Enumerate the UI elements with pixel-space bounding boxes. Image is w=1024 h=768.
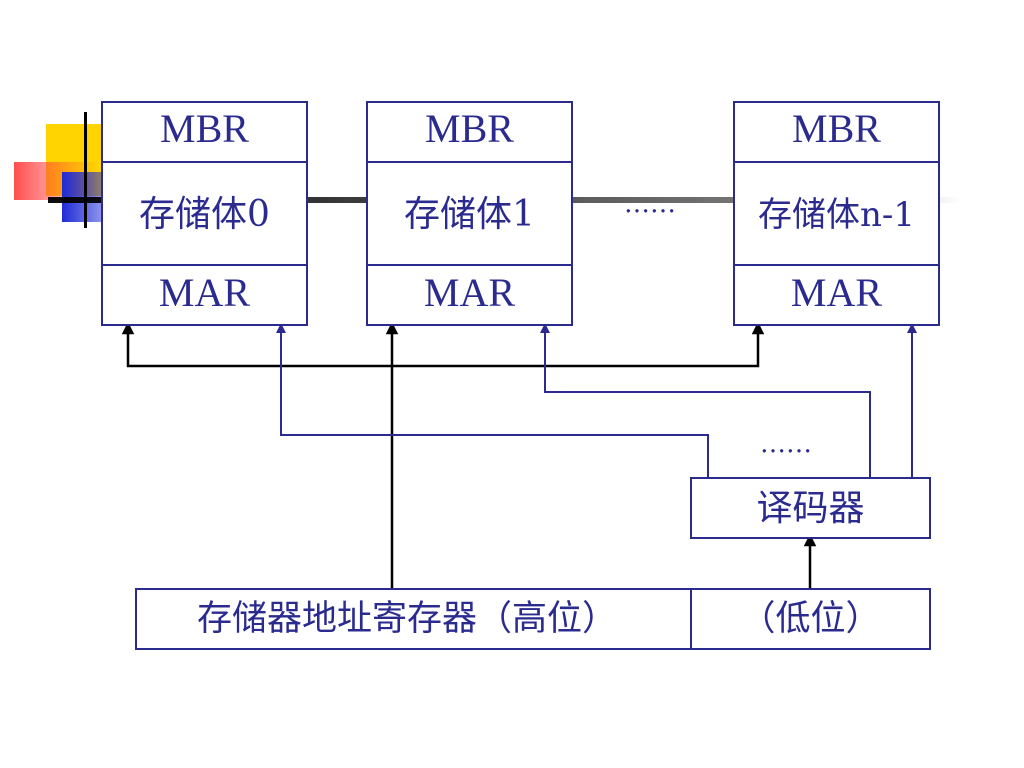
address-register-low-box (690, 588, 931, 650)
address-register-high-label: 存储器地址寄存器（高位） (197, 599, 617, 639)
mar-label: MAR (791, 270, 882, 315)
storage-bank-label: 存储体1 (404, 194, 535, 235)
mbr-label: MBR (425, 106, 514, 151)
mbr-label: MBR (792, 106, 881, 151)
memory-module-1: MBR 存储体1 MAR (366, 101, 573, 326)
mbr-box (101, 101, 308, 163)
mbr-box (733, 101, 940, 163)
storage-bank-box (366, 161, 573, 266)
mar-box (366, 264, 573, 326)
decoder: …… 译码器 (690, 429, 931, 539)
decoder-label: 译码器 (756, 488, 864, 529)
storage-bank-label: 存储体0 (139, 194, 270, 235)
storage-bank-box (101, 161, 308, 266)
mbr-label: MBR (160, 106, 249, 151)
modules-ellipsis: …… (624, 189, 676, 219)
mar-box (101, 264, 308, 326)
address-register: 存储器地址寄存器（高位） （低位） (135, 588, 931, 650)
high-address-wires (121, 321, 765, 588)
decoder-select-wires (276, 323, 917, 478)
mar-label: MAR (159, 270, 250, 315)
storage-bank-label: 存储体n-1 (758, 195, 915, 235)
mar-label: MAR (424, 270, 515, 315)
address-register-high-box (135, 588, 692, 650)
address-register-low-label: （低位） (740, 599, 880, 639)
mbr-box (366, 101, 573, 163)
decoder-box (690, 477, 931, 539)
storage-bank-box (733, 161, 940, 266)
mar-box (733, 264, 940, 326)
memory-module-n-1: MBR 存储体n-1 MAR (733, 101, 940, 326)
decoder-ellipsis: …… (760, 429, 812, 459)
memory-module-0: MBR 存储体0 MAR (101, 101, 308, 326)
